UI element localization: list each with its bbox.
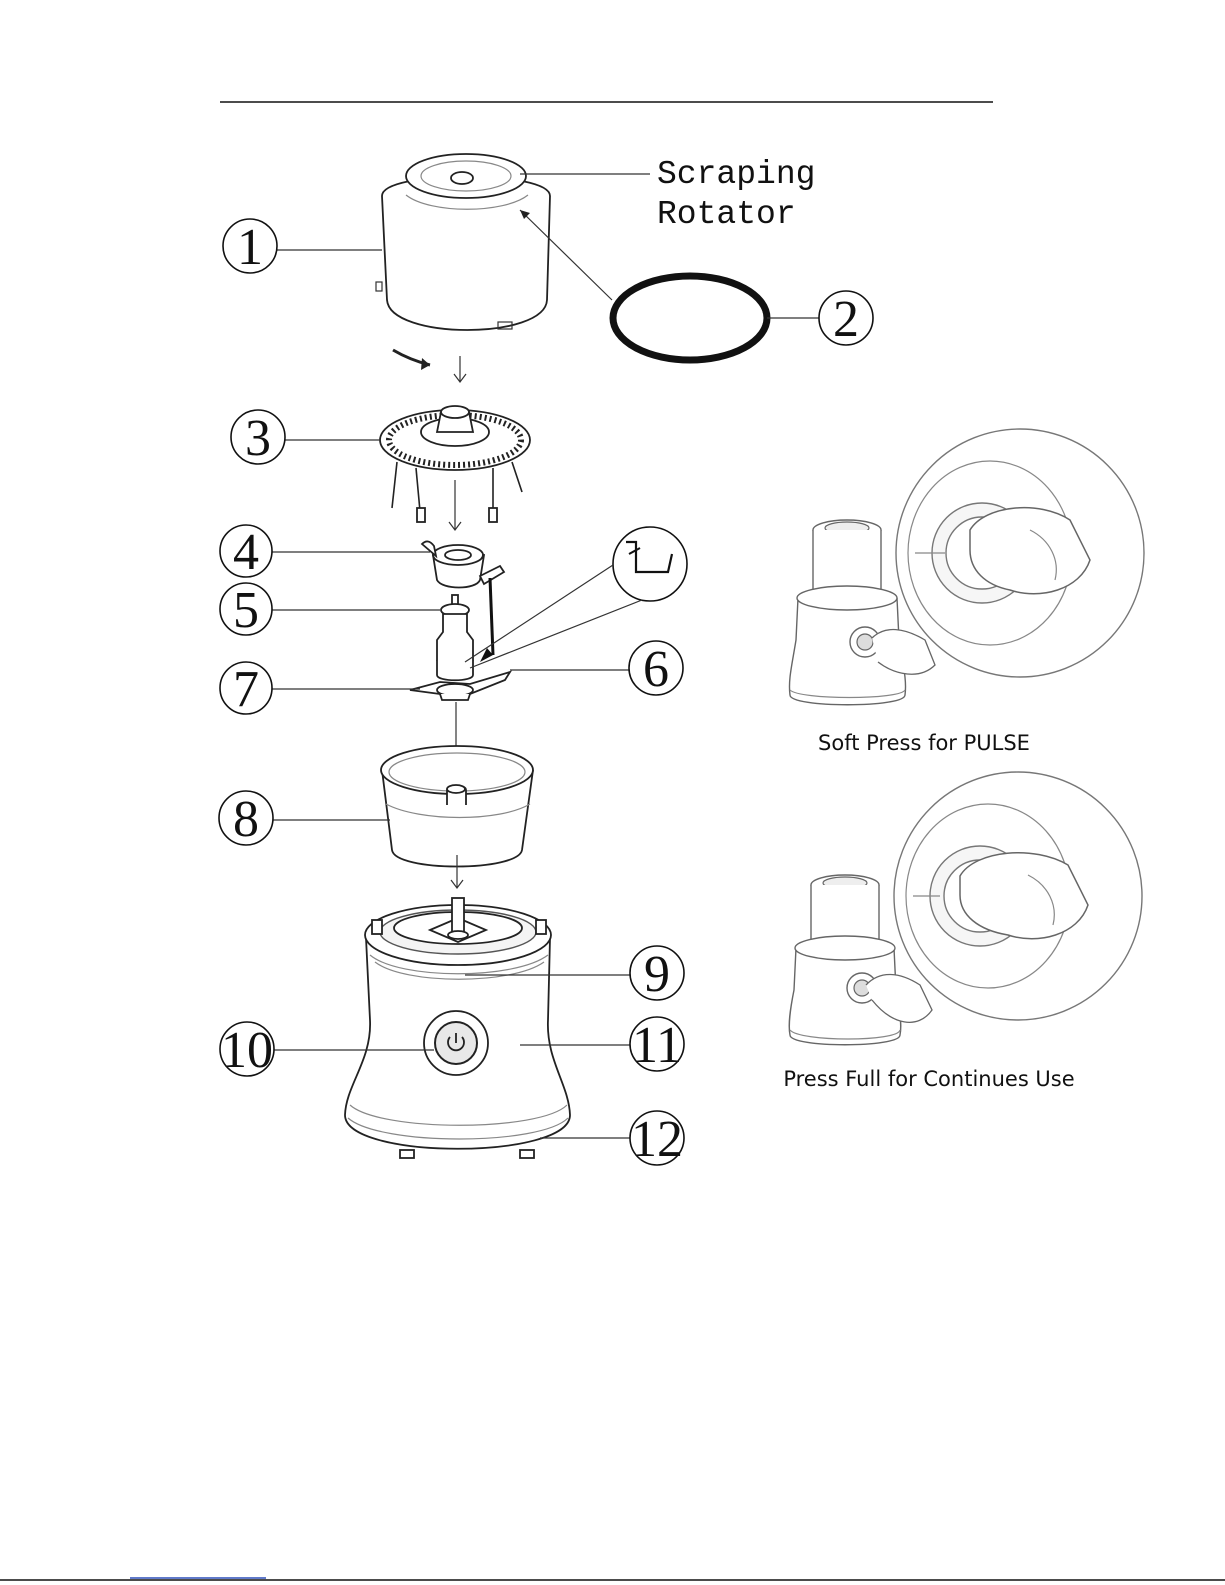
svg-text:4: 4 (233, 524, 259, 581)
svg-text:7: 7 (233, 661, 259, 718)
label-scraping-rotator-line2: Rotator (657, 196, 796, 233)
part-gasket-ring (613, 276, 767, 360)
callout-12: 12 (630, 1111, 684, 1168)
svg-text:9: 9 (644, 946, 670, 1003)
pulse-illustration (789, 429, 1144, 705)
continuous-illustration (789, 772, 1142, 1045)
callout-9: 9 (630, 946, 684, 1003)
svg-text:10: 10 (221, 1022, 273, 1079)
part-blade-assembly (410, 660, 510, 700)
callout-10: 10 (220, 1022, 274, 1079)
svg-text:1: 1 (237, 219, 263, 276)
callout-4: 4 (220, 524, 272, 581)
callout-3: 3 (231, 410, 285, 467)
callout-2: 2 (819, 291, 873, 348)
part-bowl (381, 746, 533, 867)
part-shaft (437, 595, 473, 664)
svg-text:6: 6 (643, 641, 669, 698)
svg-text:5: 5 (233, 582, 259, 639)
caption-pulse: Soft Press for PULSE (818, 731, 1030, 755)
callout-8: 8 (219, 791, 273, 848)
part-blade-cap (422, 541, 504, 587)
caption-continuous: Press Full for Continues Use (783, 1067, 1074, 1091)
svg-text:3: 3 (245, 410, 271, 467)
callout-1: 1 (223, 219, 277, 276)
callout-7: 7 (220, 661, 272, 718)
svg-text:11: 11 (632, 1017, 682, 1074)
label-scraping-rotator-line1: Scraping (657, 156, 815, 193)
callout-6: 6 (629, 641, 683, 698)
svg-text:12: 12 (631, 1111, 683, 1168)
callout-5: 5 (220, 582, 272, 639)
svg-text:2: 2 (833, 291, 859, 348)
callout-11: 11 (630, 1017, 684, 1074)
part-lid (376, 154, 550, 370)
power-button[interactable] (424, 1011, 488, 1075)
svg-text:8: 8 (233, 791, 259, 848)
